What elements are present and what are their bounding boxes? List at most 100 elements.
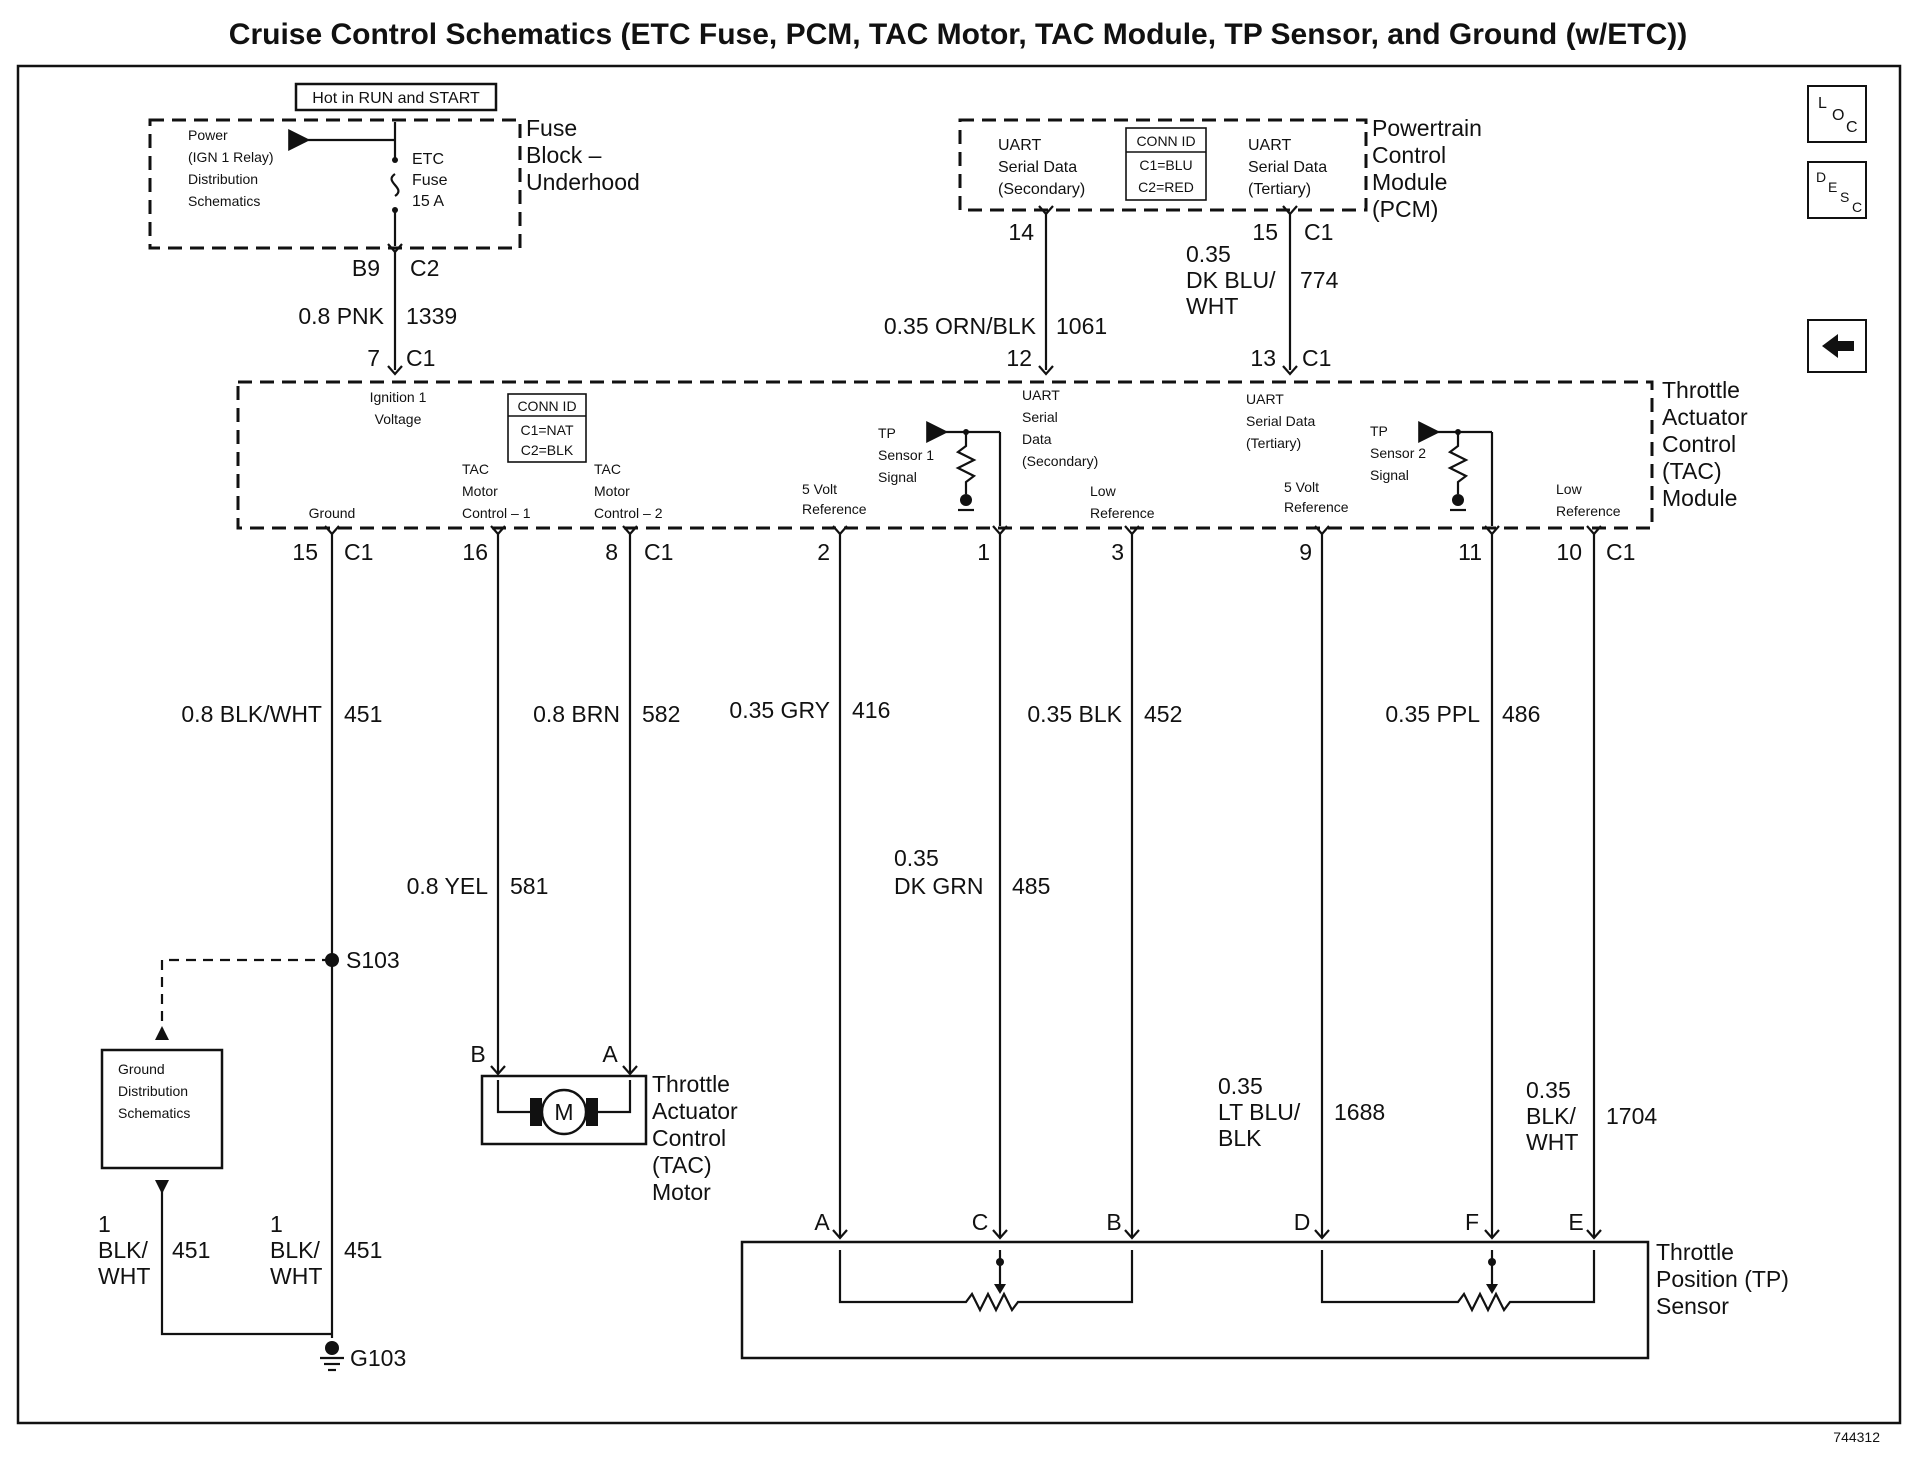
tac-conn-id-c2: C2=BLK [521,442,574,458]
connector-chevron [1124,525,1140,536]
fuse-block-name-2: Block – [526,142,602,168]
wire-1339-gauge: 0.8 PNK [298,303,384,329]
pcm-conn-id-box [1125,127,1207,201]
tp-sensor-box [740,1240,1650,1360]
outer-frame [16,64,1902,1425]
wire-1688-gauge-1: 0.35 [1218,1073,1263,1099]
motor1-label-2: Motor [462,483,498,499]
lowref1-label-1: Low [1090,483,1117,499]
connector-chevron [490,525,506,536]
pcm-name-1: Powertrain [1372,115,1482,141]
power-label-1: Power [188,127,228,143]
motor-pin-a: A [602,1041,618,1067]
wire-485-gauge-1: 0.35 [894,845,939,871]
wire-gnd-right-gauge-3: WHT [270,1263,322,1289]
connector-chevron [1314,525,1330,536]
svg-text:L: L [1818,95,1827,112]
wire-gnd-right-gauge-2: BLK/ [270,1237,320,1263]
wire-gnd-left-gauge-3: WHT [98,1263,150,1289]
connector-chevron [387,243,403,254]
tac-module-name-4: (TAC) [1662,458,1722,484]
tp1-element-icon [838,1250,1134,1313]
wire-1061-circuit: 1061 [1056,313,1107,339]
tac-motor: B A M Throttle Actuator Control (TAC) Mo… [470,1041,738,1205]
tp2-label-1: TP [1370,423,1388,439]
pcm-uart-ter-2: Serial Data [1248,159,1327,176]
tp-pin-b: B [1106,1209,1121,1235]
fuse-icon [390,173,400,197]
pcm-uart-sec-3: (Secondary) [998,181,1085,198]
tp-sensor-name-2: Position (TP) [1656,1266,1789,1292]
connector-chevron [1282,205,1298,216]
pcm-uart-sec-2: Serial Data [998,159,1077,176]
motor1-label-3: Control – 1 [462,505,531,521]
wire-1339-circuit: 1339 [406,303,457,329]
wire-gnd-left-gauge-2: BLK/ [98,1237,148,1263]
svg-text:D: D [1816,169,1826,185]
connector-chevron [324,525,340,536]
wire-416-gauge: 0.35 GRY [729,697,830,723]
tp1-resistor-icon [955,432,977,494]
tac-module-name-1: Throttle [1662,377,1740,403]
uart-sec-label-4: (Secondary) [1022,453,1098,469]
wire-774-gauge-2: DK BLU/ [1186,267,1276,293]
wire-485-gauge-2: DK GRN [894,873,983,899]
tp-sensor-name-1: Throttle [1656,1239,1734,1265]
pcm-uart-ter-3: (Tertiary) [1248,181,1311,198]
conn-c2: C2 [410,255,439,281]
vref2-label-2: Reference [1284,499,1349,515]
svg-text:O: O [1832,107,1844,124]
tac-conn-id-c1: C1=NAT [520,422,573,438]
pin-12: 12 [1006,345,1032,371]
tp2-element-icon [1320,1250,1596,1313]
splice-s103-label: S103 [346,947,400,973]
tp1-label-1: TP [878,425,896,441]
connector-chevron [1484,1229,1500,1240]
wire-gnd-right-gauge-1: 1 [270,1211,283,1237]
fuse-block-name-3: Underhood [526,169,640,195]
pin-b9: B9 [352,255,380,281]
wire-gnd-left-circuit: 451 [172,1237,210,1263]
connector-chevron [490,1065,506,1076]
pin-14: 14 [1008,219,1034,245]
tp1-label-2: Sensor 1 [878,447,934,463]
connector-chevron [1586,1229,1602,1240]
tp2-label-2: Sensor 2 [1370,445,1426,461]
svg-text:C: C [1852,199,1862,215]
tac-conn-id-box [507,393,587,463]
power-label-4: Schematics [188,193,260,209]
pin-16: 16 [462,539,488,565]
desc-button[interactable]: D E S C [1807,161,1867,219]
tp2-label-3: Signal [1370,467,1409,483]
connector-chevrons [324,205,1602,1240]
connector-chevron [832,1229,848,1240]
connector-chevron [1484,525,1500,536]
connector-chevron [1038,205,1054,216]
svg-text:E: E [1828,179,1837,195]
back-button[interactable] [1807,319,1867,373]
wire-581-gauge: 0.8 YEL [407,873,489,899]
pcm-uart-sec-1: UART [998,137,1041,154]
tac-module-name-5: Module [1662,485,1737,511]
vref1-label-2: Reference [802,501,867,517]
motor2-label-2: Motor [594,483,630,499]
pin-3: 3 [1111,539,1124,565]
wire-582-circuit: 582 [642,701,680,727]
connector-chevron [1038,365,1054,376]
tp-pin-e: E [1568,1209,1583,1235]
conn-c1-motor: C1 [644,539,673,565]
loc-button[interactable]: L O C [1807,85,1867,143]
wire-486-gauge: 0.35 PPL [1385,701,1480,727]
motor-name-1: Throttle [652,1071,730,1097]
wire-452-circuit: 452 [1144,701,1182,727]
pin-15-ground: 15 [292,539,318,565]
connector-chevron [1124,1229,1140,1240]
fuse-label-1: ETC [412,151,444,168]
pcm-name-4: (PCM) [1372,196,1438,222]
tp-pin-a: A [814,1209,830,1235]
svg-text:S: S [1840,189,1849,205]
tac-module: Throttle Actuator Control (TAC) Module I… [236,377,1748,530]
wire-485-circuit: 485 [1012,873,1050,899]
motor-name-3: Control [652,1125,726,1151]
ign1-label-2: Voltage [375,411,422,427]
